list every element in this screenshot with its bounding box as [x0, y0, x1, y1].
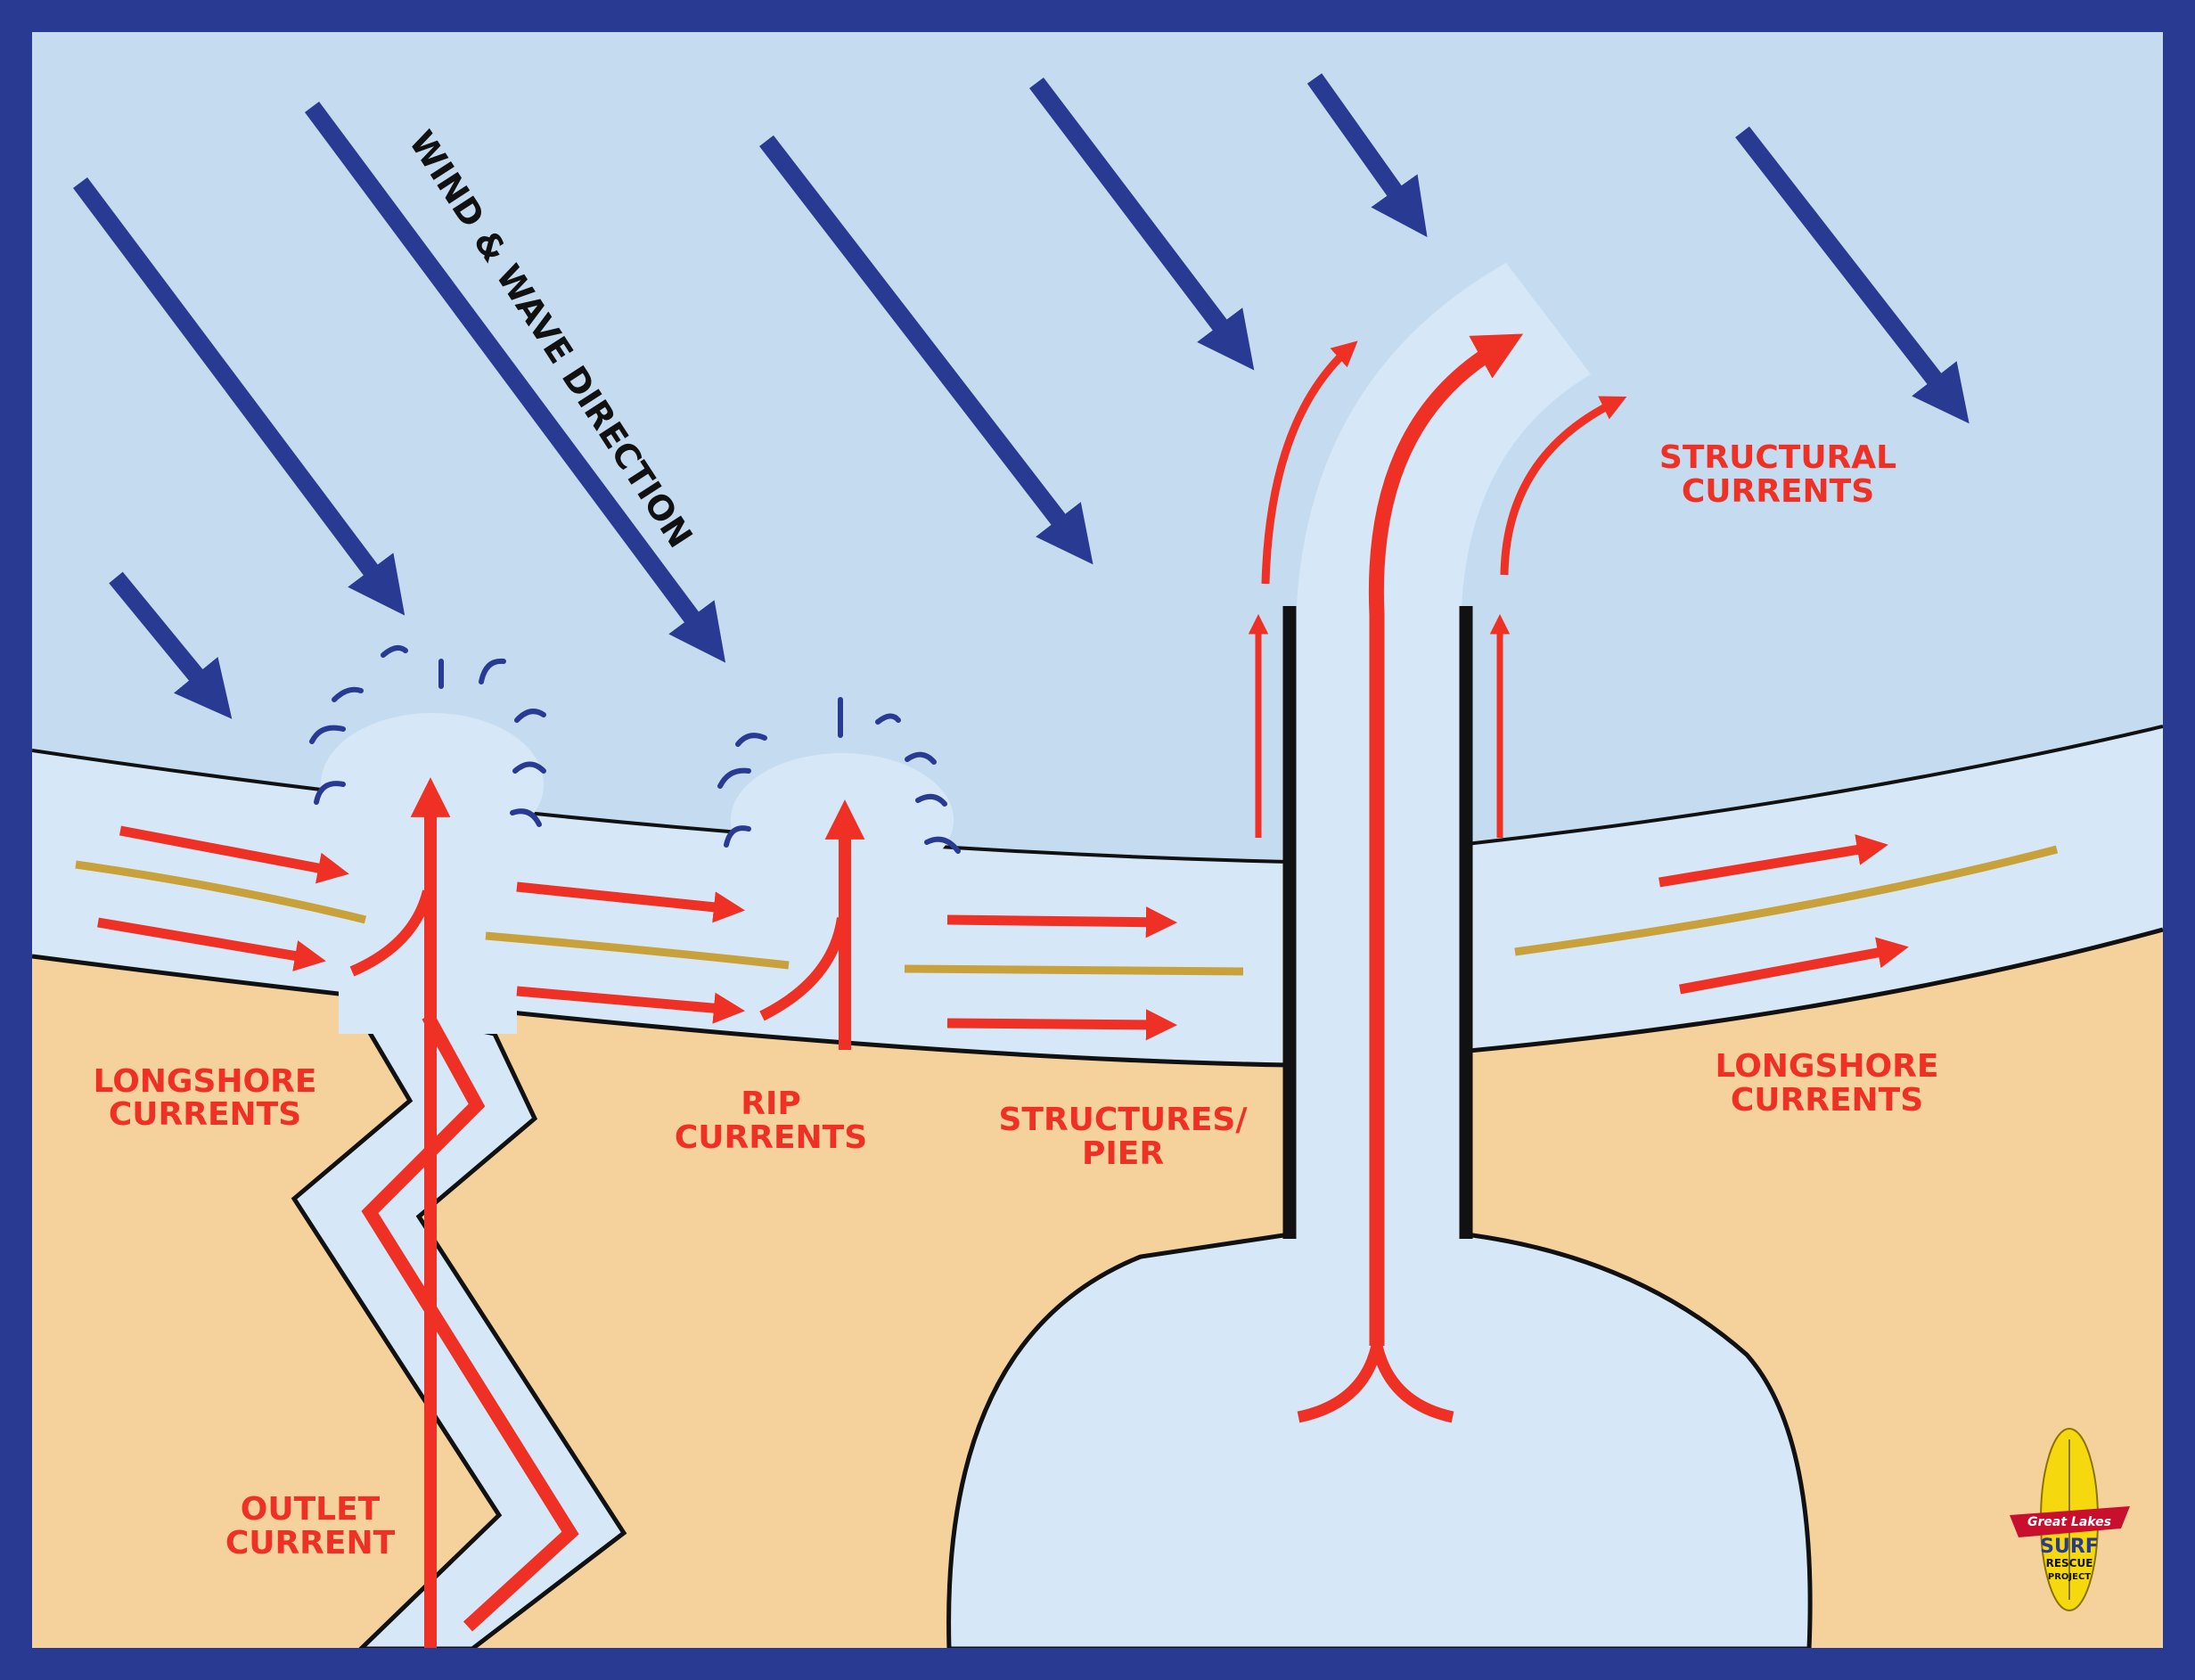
label-rip-1: RIP — [741, 1086, 801, 1122]
wind-arrow — [1306, 73, 1428, 238]
sandbar-1 — [75, 860, 367, 924]
current-arrows — [97, 333, 1909, 1648]
sandbar-2 — [485, 931, 790, 970]
label-longshore-right-1: LONGSHORE — [1716, 1048, 1939, 1085]
breaking-waves-2 — [717, 697, 961, 854]
label-structural-2: CURRENTS — [1682, 473, 1874, 510]
label-outlet-2: CURRENT — [225, 1525, 396, 1561]
label-structural-1: STRUCTURAL — [1659, 439, 1896, 476]
longshore-arrow — [516, 881, 746, 923]
rip-feed — [349, 889, 433, 977]
wind-arrow — [73, 177, 405, 616]
longshore-arrow — [119, 825, 349, 884]
surf-rescue-logo: Great Lakes SURF RESCUE PROJECT — [2010, 1428, 2130, 1611]
longshore-arrow — [1678, 937, 1909, 995]
label-longshore-left-2: CURRENTS — [109, 1096, 301, 1133]
structural-current-arrow — [1261, 340, 1358, 585]
label-longshore-right-2: CURRENTS — [1731, 1082, 1923, 1119]
longshore-arrow — [516, 986, 746, 1024]
logo-line-4: PROJECT — [2048, 1572, 2091, 1582]
breaking-waves-1 — [309, 644, 546, 827]
longshore-arrow — [97, 917, 326, 971]
longshore-arrow — [1659, 834, 1888, 888]
wind-arrow — [1735, 126, 1970, 424]
longshore-arrow — [946, 1009, 1178, 1041]
sandbar-4 — [1514, 845, 2059, 956]
sandbar-3 — [904, 964, 1244, 976]
banner-ribbon — [2010, 1506, 2130, 1537]
wind-arrows — [73, 73, 1970, 719]
structural-current-arrow — [1368, 333, 1524, 1346]
label-rip-2: CURRENTS — [675, 1119, 867, 1156]
wind-arrow — [759, 135, 1093, 565]
logo-line-2: SURF — [2040, 1536, 2099, 1558]
structural-current-arrow — [1500, 396, 1627, 576]
wind-arrow — [1029, 77, 1255, 371]
harbor-basin — [946, 1232, 1813, 1648]
wind-arrow — [109, 571, 233, 719]
label-outlet-1: OUTLET — [241, 1491, 381, 1528]
label-longshore-left-1: LONGSHORE — [94, 1063, 317, 1100]
label-structures-2: PIER — [1082, 1135, 1164, 1172]
logo-line-3: RESCUE — [2046, 1557, 2093, 1569]
label-structures-1: STRUCTURES/ — [998, 1102, 1248, 1138]
longshore-arrow — [946, 906, 1178, 938]
outlet-current-arrow — [361, 1012, 579, 1632]
logo-line-1: Great Lakes — [2027, 1515, 2111, 1529]
wind-arrow — [304, 102, 726, 663]
